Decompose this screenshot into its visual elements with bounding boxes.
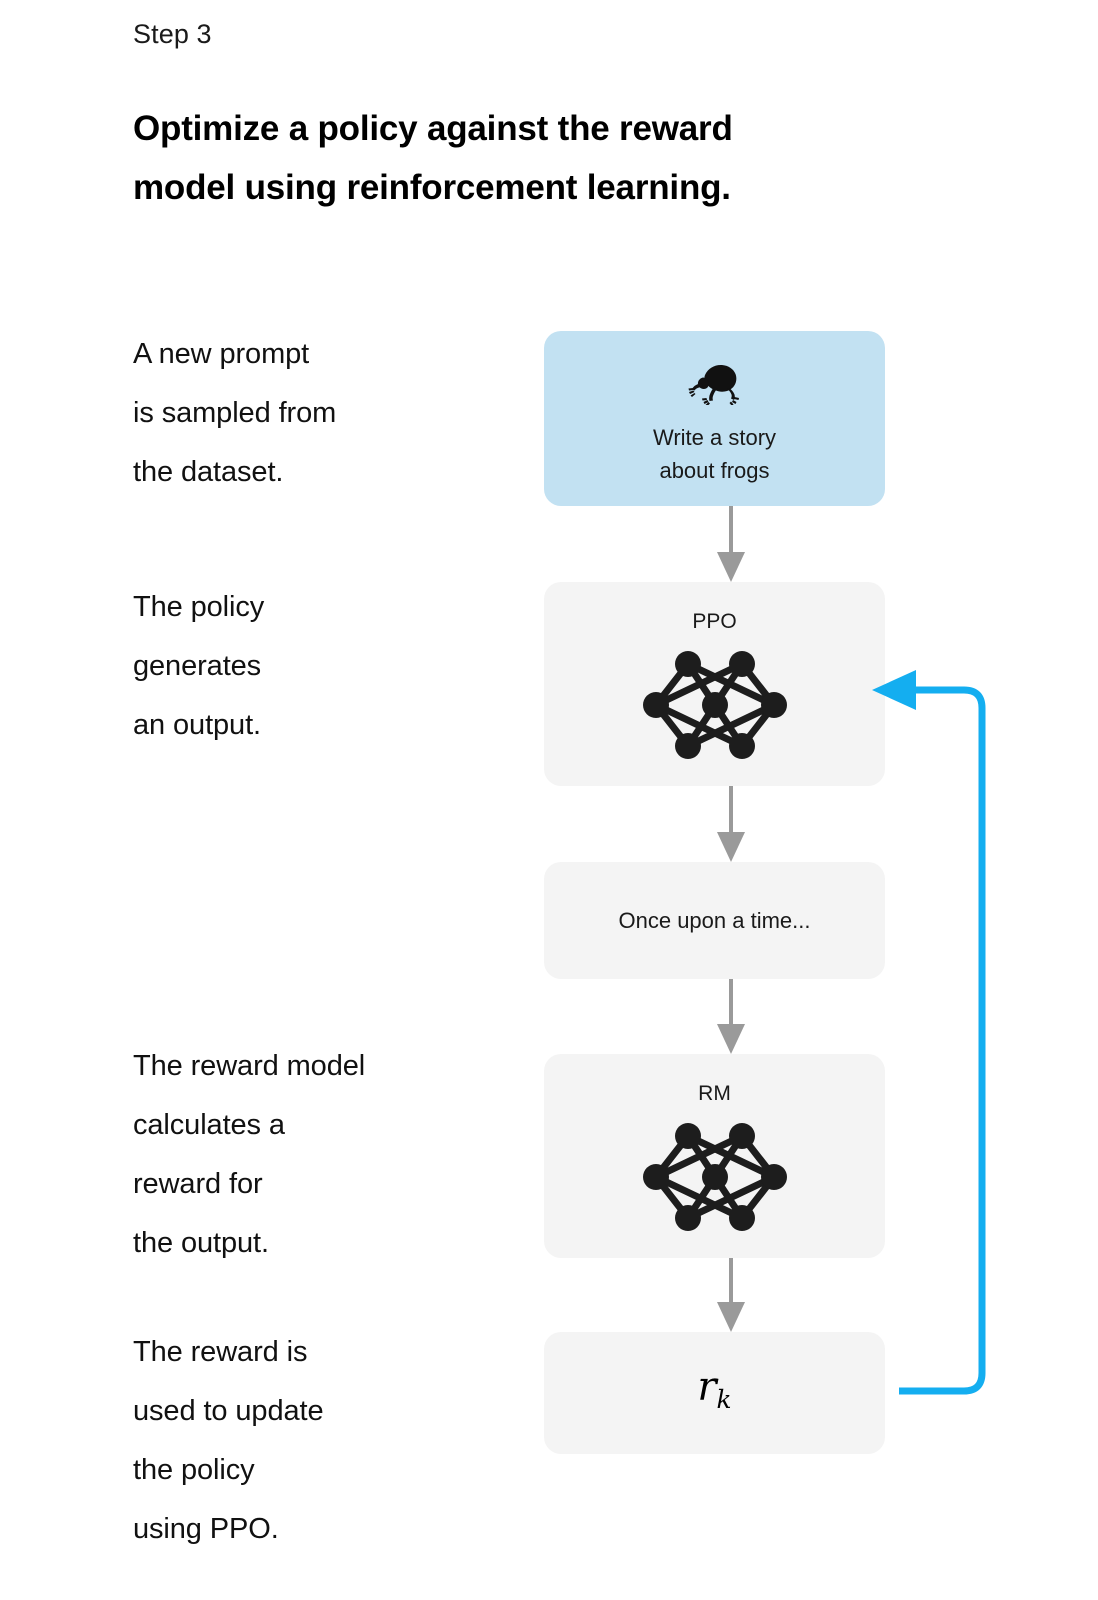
reward-symbol-base: r — [697, 1364, 717, 1410]
arrow-output-to-reward-model — [714, 979, 748, 1054]
reward-card: rk — [544, 1332, 885, 1454]
flow-diagram: Write a story about frogs PPO — [544, 0, 1004, 1600]
page-title: Optimize a policy against the reward mod… — [133, 109, 733, 208]
reward-symbol: rk — [544, 1362, 885, 1425]
reward-symbol-subscript: k — [716, 1384, 732, 1414]
arrow-prompt-to-policy — [714, 506, 748, 582]
reward-model-card: RM — [544, 1054, 885, 1258]
arrow-policy-to-output — [714, 786, 748, 862]
frog-icon — [685, 357, 745, 407]
note-reward-model-calculates: The reward model calculates a reward for… — [133, 1050, 366, 1259]
policy-label: PPO — [692, 610, 737, 633]
output-card: Once upon a time... — [544, 862, 885, 979]
neural-network-icon — [640, 642, 790, 768]
note-reward-updates-policy: The reward is used to update the policy … — [133, 1336, 324, 1545]
note-policy-generates: The policy generates an output. — [133, 591, 265, 741]
prompt-text: Write a story about frogs — [652, 425, 777, 483]
policy-card: PPO — [544, 582, 885, 786]
note-prompt-sampled: A new prompt is sampled from the dataset… — [133, 338, 337, 488]
prompt-card: Write a story about frogs — [544, 331, 885, 506]
step-label: Step 3 — [133, 19, 212, 49]
arrow-reward-model-to-reward — [714, 1258, 748, 1332]
reward-model-label: RM — [698, 1082, 731, 1105]
neural-network-icon — [640, 1114, 790, 1240]
output-text: Once upon a time... — [618, 908, 811, 933]
feedback-arrow-reward-to-policy — [864, 660, 994, 1410]
